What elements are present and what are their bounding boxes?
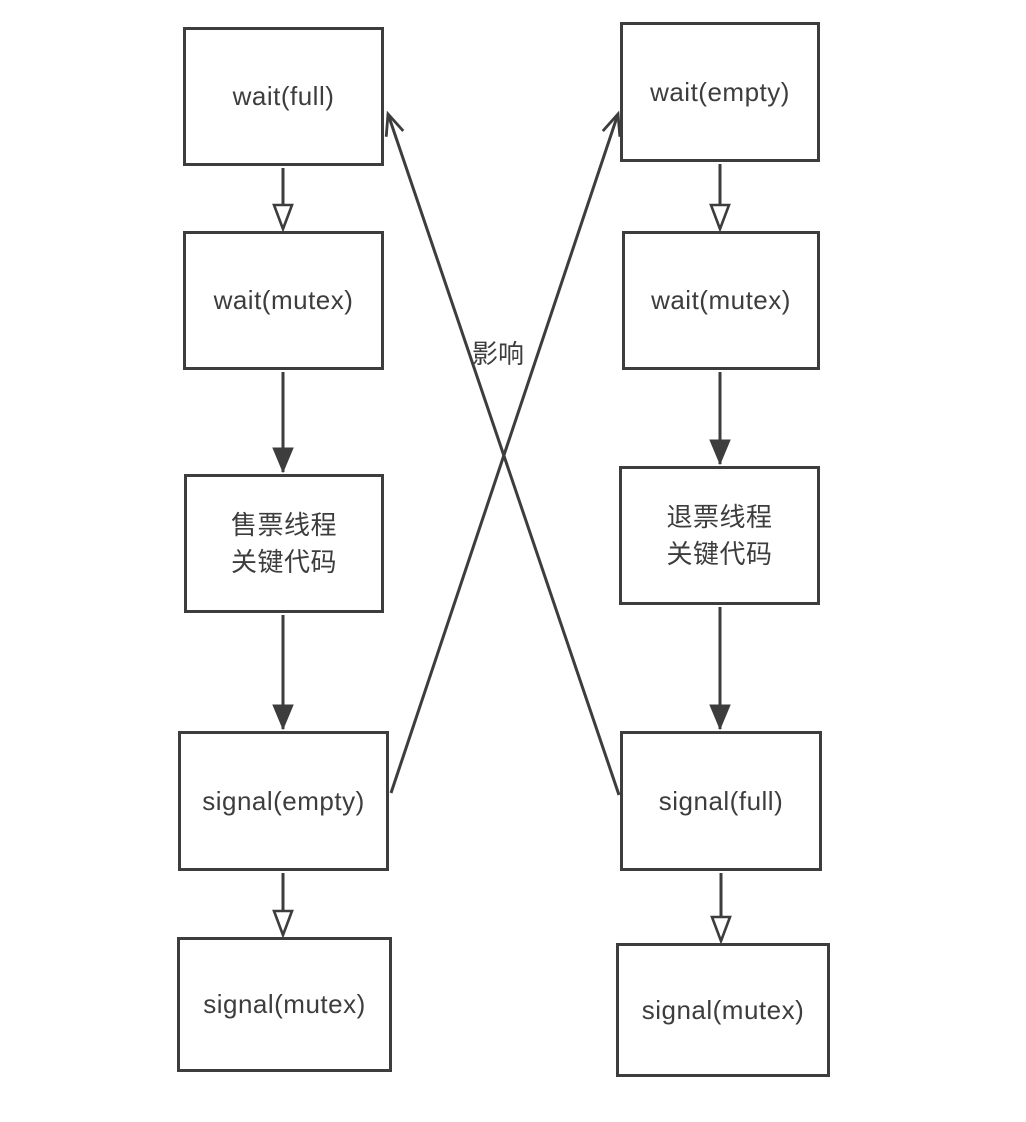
node-signal-mutex-left: signal(mutex) (177, 937, 392, 1072)
node-signal-empty-label: signal(empty) (202, 785, 365, 816)
node-signal-full-label: signal(full) (658, 785, 784, 816)
node-sell-thread-line1: 售票线程 (230, 509, 337, 540)
node-wait-empty: wait(empty) (620, 22, 820, 162)
node-wait-mutex-right: wait(mutex) (622, 231, 820, 370)
node-wait-empty-label: wait(empty) (650, 76, 790, 107)
node-refund-thread-line1: 退票线程 (666, 501, 773, 532)
node-refund-thread-critical: 退票线程 关键代码 (619, 466, 820, 605)
edge-signalfull-to-waitfull (384, 110, 621, 796)
node-refund-thread-line2: 关键代码 (666, 538, 773, 569)
node-sell-thread-critical: 售票线程 关键代码 (184, 474, 384, 613)
node-wait-mutex-right-label: wait(mutex) (651, 285, 791, 315)
node-signal-mutex-left-label: signal(mutex) (203, 989, 366, 1019)
node-signal-empty: signal(empty) (178, 731, 389, 871)
node-wait-mutex-left-label: wait(mutex) (213, 285, 354, 315)
edge-signalempty-to-waitempty (389, 110, 622, 794)
node-signal-mutex-right-label: signal(mutex) (641, 994, 805, 1025)
node-wait-full-label: wait(full) (232, 81, 335, 111)
node-signal-full: signal(full) (620, 731, 822, 871)
node-wait-full: wait(full) (183, 27, 384, 166)
influence-edge-label: 影响 (472, 339, 525, 369)
node-signal-mutex-right: signal(mutex) (616, 943, 830, 1077)
node-wait-mutex-left: wait(mutex) (183, 231, 384, 370)
node-sell-thread-line2: 关键代码 (230, 546, 337, 577)
